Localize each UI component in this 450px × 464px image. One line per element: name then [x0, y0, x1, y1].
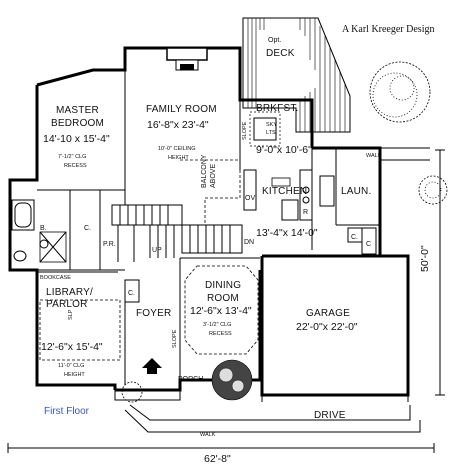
balcony-label-1: BALCONY — [201, 154, 208, 188]
tree-east — [418, 175, 448, 205]
skylights-label-2: LTS — [266, 130, 276, 136]
breakfast-dims: 9'-0"x 10'-6" — [256, 144, 312, 156]
foyer-closet — [124, 279, 140, 303]
laundry-closet-2 — [361, 227, 377, 255]
library-name-1: LIBRARY/ — [46, 287, 93, 298]
oven-label: OV — [245, 195, 255, 202]
stair-up-label: UP — [152, 247, 162, 254]
dining-recess — [184, 265, 259, 355]
shrub-entry — [211, 359, 253, 401]
library-note-1: 11'-0" CLG — [58, 363, 84, 369]
master-bedroom-name-1: MASTER — [56, 105, 99, 116]
kitchen-fixtures — [243, 169, 335, 221]
dining-dims: 12'-6"x 13'-4" — [190, 305, 252, 317]
deck: Opt. DECK — [242, 17, 351, 133]
library-note-2: HEIGHT — [64, 372, 85, 378]
library-name-2: PARLOR — [46, 299, 88, 310]
drive-label: DRIVE — [314, 410, 346, 421]
master-bedroom-dims: 14'-10 x 15'-4" — [43, 133, 110, 145]
walk-label-bottom: WALK — [200, 432, 216, 438]
staircase — [111, 204, 243, 258]
designer-credit: A Karl Kreeger Design — [342, 24, 434, 35]
powder-room-label: P.R. — [103, 241, 116, 248]
refrigerator-label: R — [303, 209, 308, 216]
walk-label-top: WALK — [366, 153, 382, 159]
garage-name: GARAGE — [306, 308, 350, 319]
breakfast-slope-label: SLOPE — [242, 121, 248, 140]
garage-door — [261, 395, 409, 402]
master-bedroom-note-1: 7'-1/2" CLG — [58, 154, 86, 160]
floor-caption: First Floor — [44, 406, 90, 417]
balcony-outline — [180, 159, 241, 225]
dining-name-2: ROOM — [207, 293, 239, 304]
kitchen-dims: 13'-4"x 14'-0" — [256, 227, 318, 239]
foyer-name: FOYER — [136, 308, 171, 319]
deck-boards — [247, 18, 346, 132]
porch-label: PORCH — [178, 376, 203, 383]
tree-northeast — [369, 61, 431, 123]
width-dimension — [7, 443, 435, 453]
foyer-closet-label: C. — [128, 290, 135, 297]
stair-down-label: DN — [244, 239, 254, 246]
shrub-porch — [121, 381, 143, 403]
width-dimension-label: 62'-8" — [204, 453, 231, 464]
family-room-name: FAMILY ROOM — [146, 104, 217, 115]
master-closet-label: C. — [84, 225, 91, 232]
skylights-label-1: SKY — [266, 122, 277, 128]
laundry-name: LAUN. — [341, 186, 371, 197]
master-bedroom-name-2: BEDROOM — [51, 118, 104, 129]
bookcase-label: BOOKCASE — [40, 275, 71, 281]
fireplace — [166, 47, 208, 71]
library-recess — [37, 271, 121, 361]
dining-name-1: DINING — [205, 280, 241, 291]
family-room-note-2: HEIGHT — [168, 155, 189, 161]
breakfast-table — [249, 111, 281, 147]
master-bath-fixtures — [11, 199, 67, 263]
deck-label-opt: Opt. — [268, 37, 281, 44]
breakfast-name: BRKFST. — [256, 103, 299, 114]
laundry-closet-label-1: C. — [351, 234, 358, 241]
balcony-label-2: ABOVE — [210, 164, 217, 188]
family-room-dims: 16'-8"x 23'-4" — [147, 119, 209, 131]
master-bedroom-note-2: RECESS — [64, 163, 87, 169]
library-slope-label: SLP — [68, 309, 74, 320]
porch — [114, 358, 421, 433]
dining-slope-label: SLOPE — [172, 329, 178, 348]
depth-dimension-label: 50'-0" — [419, 245, 431, 272]
dining-note-1: 3'-1/2" CLG — [203, 322, 231, 328]
depth-dimension — [435, 149, 445, 396]
bath-label: B. — [40, 225, 47, 232]
laundry-closet-label-2: C — [366, 241, 371, 248]
garage-dims: 22'-0"x 22'-0" — [296, 321, 358, 333]
library-dims: 12'-6"x 15'-4" — [41, 341, 103, 353]
dining-note-2: RECESS — [209, 331, 232, 337]
family-room-note-1: 10'-0" CEILING — [158, 146, 196, 152]
kitchen-name: KITCHEN — [262, 186, 307, 197]
deck-label: DECK — [266, 48, 295, 59]
